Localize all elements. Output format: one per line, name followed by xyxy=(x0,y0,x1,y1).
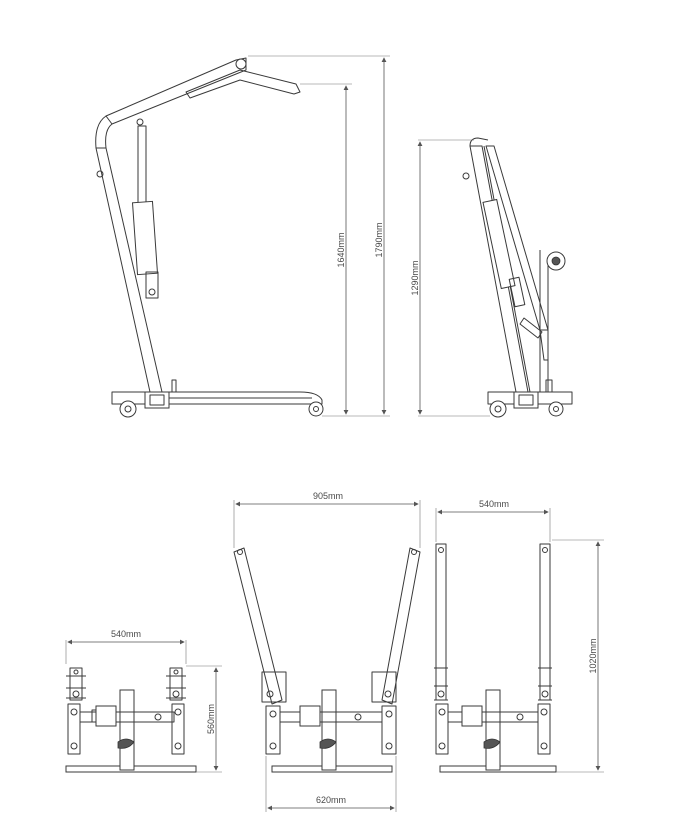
dim-label-leg-width-closed: 540mm xyxy=(111,629,141,639)
dim-label-leg-length: 1020mm xyxy=(588,638,598,673)
side-view-hoist xyxy=(95,57,324,418)
dim-label-parallel-width: 540mm xyxy=(479,499,509,509)
dim-label-folded-height: 1290mm xyxy=(410,260,420,295)
dimension-folded-height: 1290mm xyxy=(410,139,490,417)
dimension-open-width-outer: 905mm xyxy=(233,491,421,548)
dimension-parallel-width: 540mm xyxy=(435,499,551,542)
dim-label-base-depth: 560mm xyxy=(206,704,216,734)
dim-label-open-width-outer: 905mm xyxy=(313,491,343,501)
dimension-mast-height: 1790mm xyxy=(248,55,390,417)
top-view-closed-legs xyxy=(65,667,197,773)
dimension-leg-width-closed: 540mm xyxy=(65,629,187,664)
dim-label-mast-height: 1790mm xyxy=(374,222,384,257)
folded-view-hoist xyxy=(462,137,573,418)
top-view-open-legs xyxy=(233,547,421,773)
top-view-parallel-legs xyxy=(434,543,557,773)
dimension-leg-length: 1020mm xyxy=(552,539,604,773)
dim-label-boom-height: 1640mm xyxy=(336,232,346,267)
dimension-boom-height: 1640mm xyxy=(300,83,352,417)
dim-label-open-width-inner: 620mm xyxy=(316,795,346,805)
dimension-base-depth: 560mm xyxy=(186,665,222,773)
dimension-open-width-inner: 620mm xyxy=(265,756,397,812)
